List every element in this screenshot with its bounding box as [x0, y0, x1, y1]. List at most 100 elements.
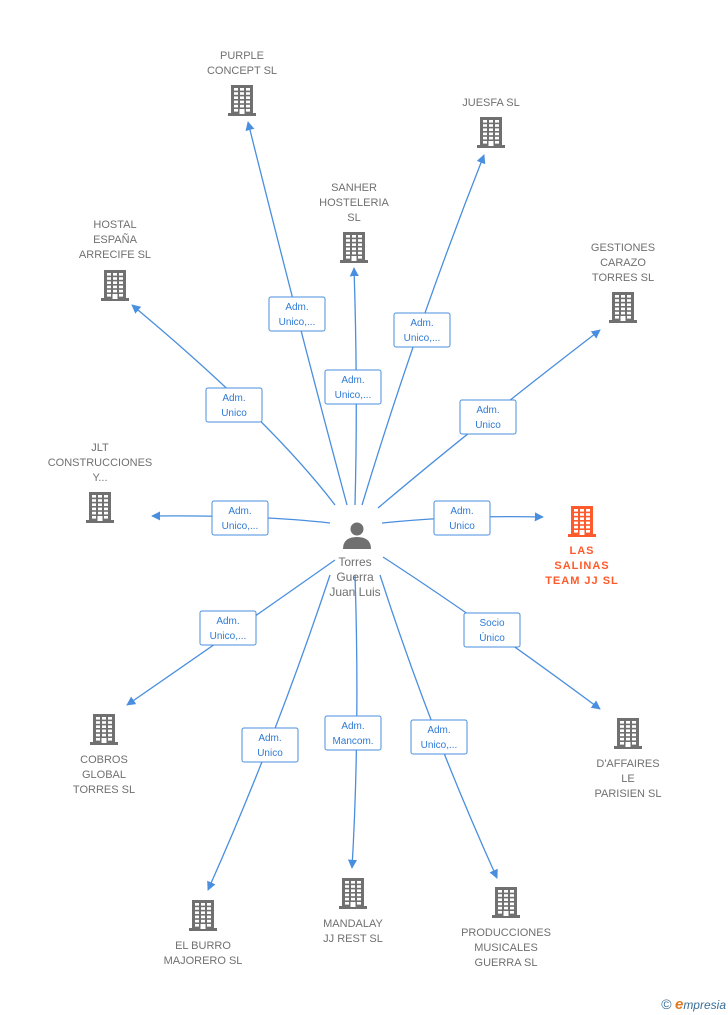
company-name-line: PURPLE [220, 50, 264, 62]
company-name-line: PARISIEN SL [594, 788, 661, 800]
company-node-burro[interactable]: EL BURRO MAJORERO SL [164, 900, 243, 967]
relation-label-text: Adm. [258, 733, 281, 744]
company-name-line: JUESFA SL [462, 97, 519, 109]
relation-label-box [410, 719, 468, 755]
company-name-line: CARAZO [600, 257, 646, 269]
relation-label-box [393, 312, 451, 348]
company-name-line: MAJORERO SL [164, 955, 243, 967]
company-name-line: D'AFFAIRES [596, 758, 659, 770]
copyright-icon: © [661, 996, 672, 1012]
relation-label-gestiones[interactable]: Adm. Unico [459, 399, 517, 435]
relation-label-text: Adm. [341, 721, 364, 732]
company-name-line: SALINAS [554, 560, 609, 572]
relation-label-text: Adm. [285, 302, 308, 313]
relation-label-text: Adm. [341, 375, 364, 386]
relation-label-mandalay[interactable]: Adm. Mancom. [324, 715, 382, 751]
relation-label-text: Unico [449, 521, 475, 532]
company-name-line: MUSICALES [474, 942, 538, 954]
building-icon [86, 492, 114, 523]
relation-label-box [324, 715, 382, 751]
relation-label-text: Socio [479, 618, 504, 629]
relation-label-text: Unico [221, 408, 247, 419]
relation-label-text: Unico,... [222, 521, 259, 532]
relation-label-text: Adm. [427, 725, 450, 736]
relation-label-box [211, 500, 269, 536]
building-icon [340, 232, 368, 263]
company-name-line: LE [621, 773, 634, 785]
company-node-juesfa[interactable]: JUESFA SL [462, 97, 520, 148]
building-icon [339, 878, 367, 909]
company-name-line: EL BURRO [175, 940, 231, 952]
building-icon [90, 714, 118, 745]
building-icon [492, 887, 520, 918]
building-icon [609, 292, 637, 323]
company-node-jlt[interactable]: JLT CONSTRUCCIONES Y... [48, 442, 153, 523]
relation-label-salinas[interactable]: Adm. Unico [433, 500, 491, 536]
company-name-line: CONCEPT SL [207, 65, 277, 77]
building-icon [568, 506, 596, 537]
relation-label-text: Adm. [450, 506, 473, 517]
relation-label-text: Único [479, 631, 505, 644]
person-name-line: Juan Luis [329, 585, 380, 599]
company-name-line: JLT [91, 442, 109, 454]
relation-label-jlt[interactable]: Adm. Unico,... [211, 500, 269, 536]
person-name-line: Torres [338, 555, 371, 569]
relation-label-text: Mancom. [332, 736, 373, 747]
relation-label-juesfa[interactable]: Adm.Unico,... [393, 312, 451, 348]
company-node-sanher[interactable]: SANHER HOSTELERIA SL [319, 182, 390, 263]
company-name-line: GUERRA SL [475, 957, 538, 969]
relation-label-text: Adm. [476, 405, 499, 416]
building-icon [101, 270, 129, 301]
company-name-line: SL [347, 212, 360, 224]
company-name-line: COBROS [80, 754, 128, 766]
relation-label-text: Unico,... [421, 740, 458, 751]
company-node-cobros[interactable]: COBROS GLOBAL TORRES SL [73, 714, 135, 796]
company-name-line: MANDALAY [323, 918, 383, 930]
relation-label-text: Unico,... [335, 390, 372, 401]
relation-label-producciones[interactable]: Adm. Unico,... [410, 719, 468, 755]
relation-label-hostal[interactable]: Adm. Unico [205, 387, 263, 423]
relation-label-text: Unico,... [279, 317, 316, 328]
relation-label-sanher[interactable]: Adm. Unico,... [324, 369, 382, 405]
relation-label-text: Unico,... [210, 631, 247, 642]
relation-label-box [433, 500, 491, 536]
relation-label-box [463, 612, 521, 648]
relation-label-text: Unico [475, 420, 501, 431]
relation-label-box [268, 296, 326, 332]
person-icon [343, 522, 371, 549]
building-icon [614, 718, 642, 749]
company-name-line: CONSTRUCCIONES [48, 457, 153, 469]
company-name-line: Y... [92, 472, 107, 484]
company-name-line: HOSTELERIA [319, 197, 389, 209]
building-icon [189, 900, 217, 931]
relation-label-box [324, 369, 382, 405]
company-node-daffaires[interactable]: D'AFFAIRES LE PARISIEN SL [594, 718, 662, 800]
relation-label-burro[interactable]: Adm. Unico [241, 727, 299, 763]
relation-label-text: Adm. [222, 393, 245, 404]
brand-name: mpresia [683, 998, 726, 1012]
footer-brand: © empresia [661, 996, 726, 1013]
company-name-line: HOSTAL [93, 219, 136, 231]
company-node-purple[interactable]: PURPLE CONCEPT SL [207, 50, 277, 116]
company-name-line: GLOBAL [82, 769, 126, 781]
company-name-line: LAS [570, 545, 595, 557]
company-name-line: TEAM JJ SL [545, 575, 619, 587]
company-name-line: TORRES SL [73, 784, 135, 796]
relation-label-text: Adm. [228, 506, 251, 517]
relation-label-text: Unico,... [404, 333, 441, 344]
company-name-line: GESTIONES [591, 242, 655, 254]
relation-label-text: Adm. [216, 616, 239, 627]
company-name-line: ESPAÑA [93, 233, 137, 246]
relation-label-purple[interactable]: Adm. Unico,... [268, 296, 326, 332]
company-name-line: SANHER [331, 182, 377, 194]
relation-label-cobros[interactable]: Adm. Unico,... [199, 610, 257, 646]
relation-label-text: Unico [257, 748, 283, 759]
company-node-salinas[interactable]: LAS SALINAS TEAM JJ SL [545, 506, 619, 587]
